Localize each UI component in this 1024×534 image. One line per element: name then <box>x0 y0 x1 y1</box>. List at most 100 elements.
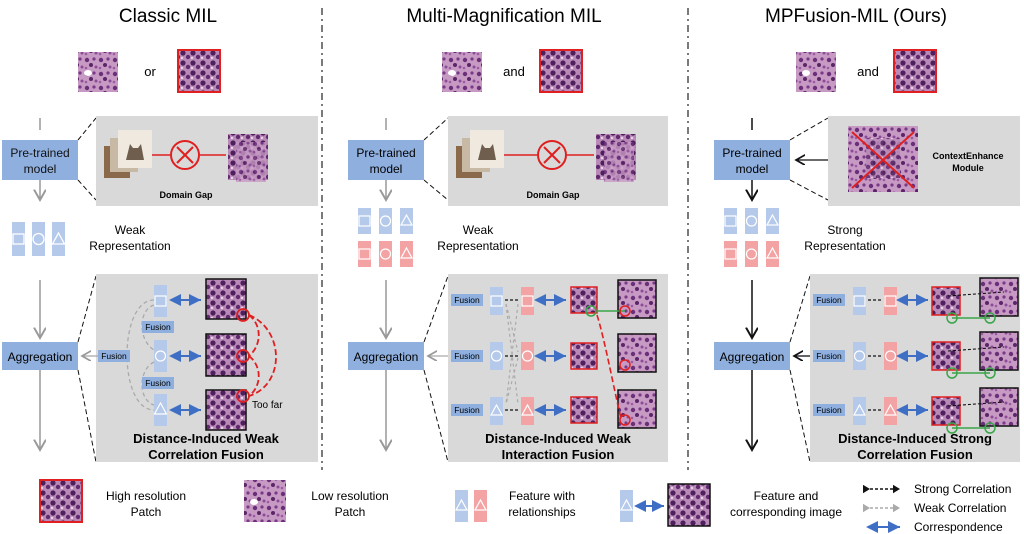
low-res-patch <box>442 52 482 92</box>
legend-image-swatch <box>667 483 711 527</box>
fusion-feature-pairs <box>852 287 898 425</box>
legend: High resolution Patch Low resolution Pat… <box>39 479 1011 534</box>
low-res-patch-image <box>979 331 1019 371</box>
zoom-guide <box>423 117 449 141</box>
strong-correlation-link <box>947 291 1005 297</box>
fusion-feature-pairs <box>489 287 535 425</box>
model-label: Pre-trained <box>722 146 781 160</box>
zoom-guide <box>423 369 449 463</box>
cross-line <box>543 146 561 164</box>
legend-label: Correspondence <box>914 520 1003 534</box>
green-marker <box>946 422 958 434</box>
fusion-tag <box>451 404 483 416</box>
zoom-guide <box>77 275 97 343</box>
legend-triangle <box>454 498 469 511</box>
long-range-link <box>596 314 622 419</box>
panel-caption: Distance-Induced Weak <box>485 431 631 446</box>
legend-label: relationships <box>508 505 575 519</box>
patch-region-marker <box>619 414 631 426</box>
model-label: model <box>24 162 57 176</box>
cat-silhouette <box>126 144 144 160</box>
column-classic-mil: Classic MIL or Pre-trained model Domain … <box>2 6 318 463</box>
fusion-tag-label: Fusion <box>454 405 480 415</box>
lumen-spot <box>84 70 92 76</box>
high-res-patch <box>893 49 937 93</box>
fusion-tag <box>451 350 483 362</box>
cross-line <box>176 146 194 164</box>
high-res-patch-image <box>570 286 598 314</box>
green-marker <box>585 305 597 317</box>
legend-triangle <box>473 498 488 511</box>
legend-label: Patch <box>131 505 162 519</box>
low-res-patch-image <box>617 389 657 429</box>
fusion-tag-label: Fusion <box>454 295 480 305</box>
strong-correlation-link <box>947 401 1005 407</box>
patch-image <box>205 389 247 431</box>
green-marker <box>984 312 996 324</box>
high-res-patch <box>539 49 583 93</box>
fusion-tag <box>142 321 174 333</box>
patch-joiner: or <box>144 64 156 79</box>
fusion-tag-label: Fusion <box>816 405 842 415</box>
low-res-patch <box>796 52 836 92</box>
fusion-tag <box>813 350 845 362</box>
lumen-spot <box>250 499 258 505</box>
column-title: MPFusion-MIL (Ours) <box>765 6 947 27</box>
strong-representation-features <box>724 208 780 267</box>
legend-label: Weak Correlation <box>914 501 1006 515</box>
high-res-patch-image <box>931 341 961 371</box>
low-res-patch-image <box>617 333 657 373</box>
weak-representation-features <box>12 222 66 256</box>
high-res-patch-image <box>931 396 961 426</box>
panel-caption: Distance-Induced Strong <box>838 431 992 446</box>
legend-high-res-swatch <box>39 479 83 523</box>
panel-caption: Distance-Induced Weak <box>133 431 279 446</box>
legend-label: Strong Correlation <box>914 482 1011 496</box>
model-label: Pre-trained <box>356 146 415 160</box>
representation-label: Representation <box>437 239 518 253</box>
zoom-guide <box>789 117 829 141</box>
high-res-patch-image <box>570 396 598 424</box>
zoom-guide <box>77 117 97 141</box>
representation-label: Representation <box>89 239 170 253</box>
pretrained-model-box <box>348 140 424 180</box>
weak-representation-features <box>358 208 414 267</box>
representation-label: Weak <box>463 223 494 237</box>
column-mpfusion-mil: MPFusion-MIL (Ours) and Pre-trained mode… <box>714 6 1020 463</box>
legend-label: Feature and <box>754 489 819 503</box>
fusion-tag-label: Fusion <box>816 351 842 361</box>
zoom-guide <box>423 275 449 343</box>
legend-label: Low resolution <box>311 489 388 503</box>
low-res-patch-image <box>979 387 1019 427</box>
long-range-link <box>248 314 277 397</box>
zoom-guide <box>77 179 97 201</box>
representation-label: Representation <box>804 239 885 253</box>
representation-label: Weak <box>115 223 146 237</box>
low-res-patch <box>78 52 118 92</box>
aggregation-label: Aggregation <box>354 350 419 364</box>
green-marker <box>984 422 996 434</box>
pretrained-model-box <box>714 140 790 180</box>
column-multi-magnification-mil: Multi-Magnification MIL and Pre-trained … <box>348 6 668 463</box>
patch-joiner: and <box>503 64 525 79</box>
patch-joiner: and <box>857 64 879 79</box>
zoom-guide <box>77 369 97 463</box>
patch-image <box>205 278 247 320</box>
fusion-tag-label: Fusion <box>145 378 171 388</box>
long-range-link <box>248 355 260 397</box>
module-label: Module <box>952 163 984 173</box>
fusion-feature-column <box>153 285 168 426</box>
model-label: model <box>370 162 403 176</box>
aggregation-box <box>2 342 78 370</box>
domain-gap-cross-icon <box>537 140 567 170</box>
legend-label: corresponding image <box>730 505 842 519</box>
legend-label: High resolution <box>106 489 186 503</box>
module-label: ContextEnhance <box>932 151 1003 161</box>
patch-image <box>205 333 247 377</box>
fusion-tag-label: Fusion <box>816 295 842 305</box>
fusion-tag-label: Fusion <box>145 322 171 332</box>
legend-label: Feature with <box>509 489 575 503</box>
domain-gap-label: Domain Gap <box>526 190 580 200</box>
green-marker <box>946 312 958 324</box>
